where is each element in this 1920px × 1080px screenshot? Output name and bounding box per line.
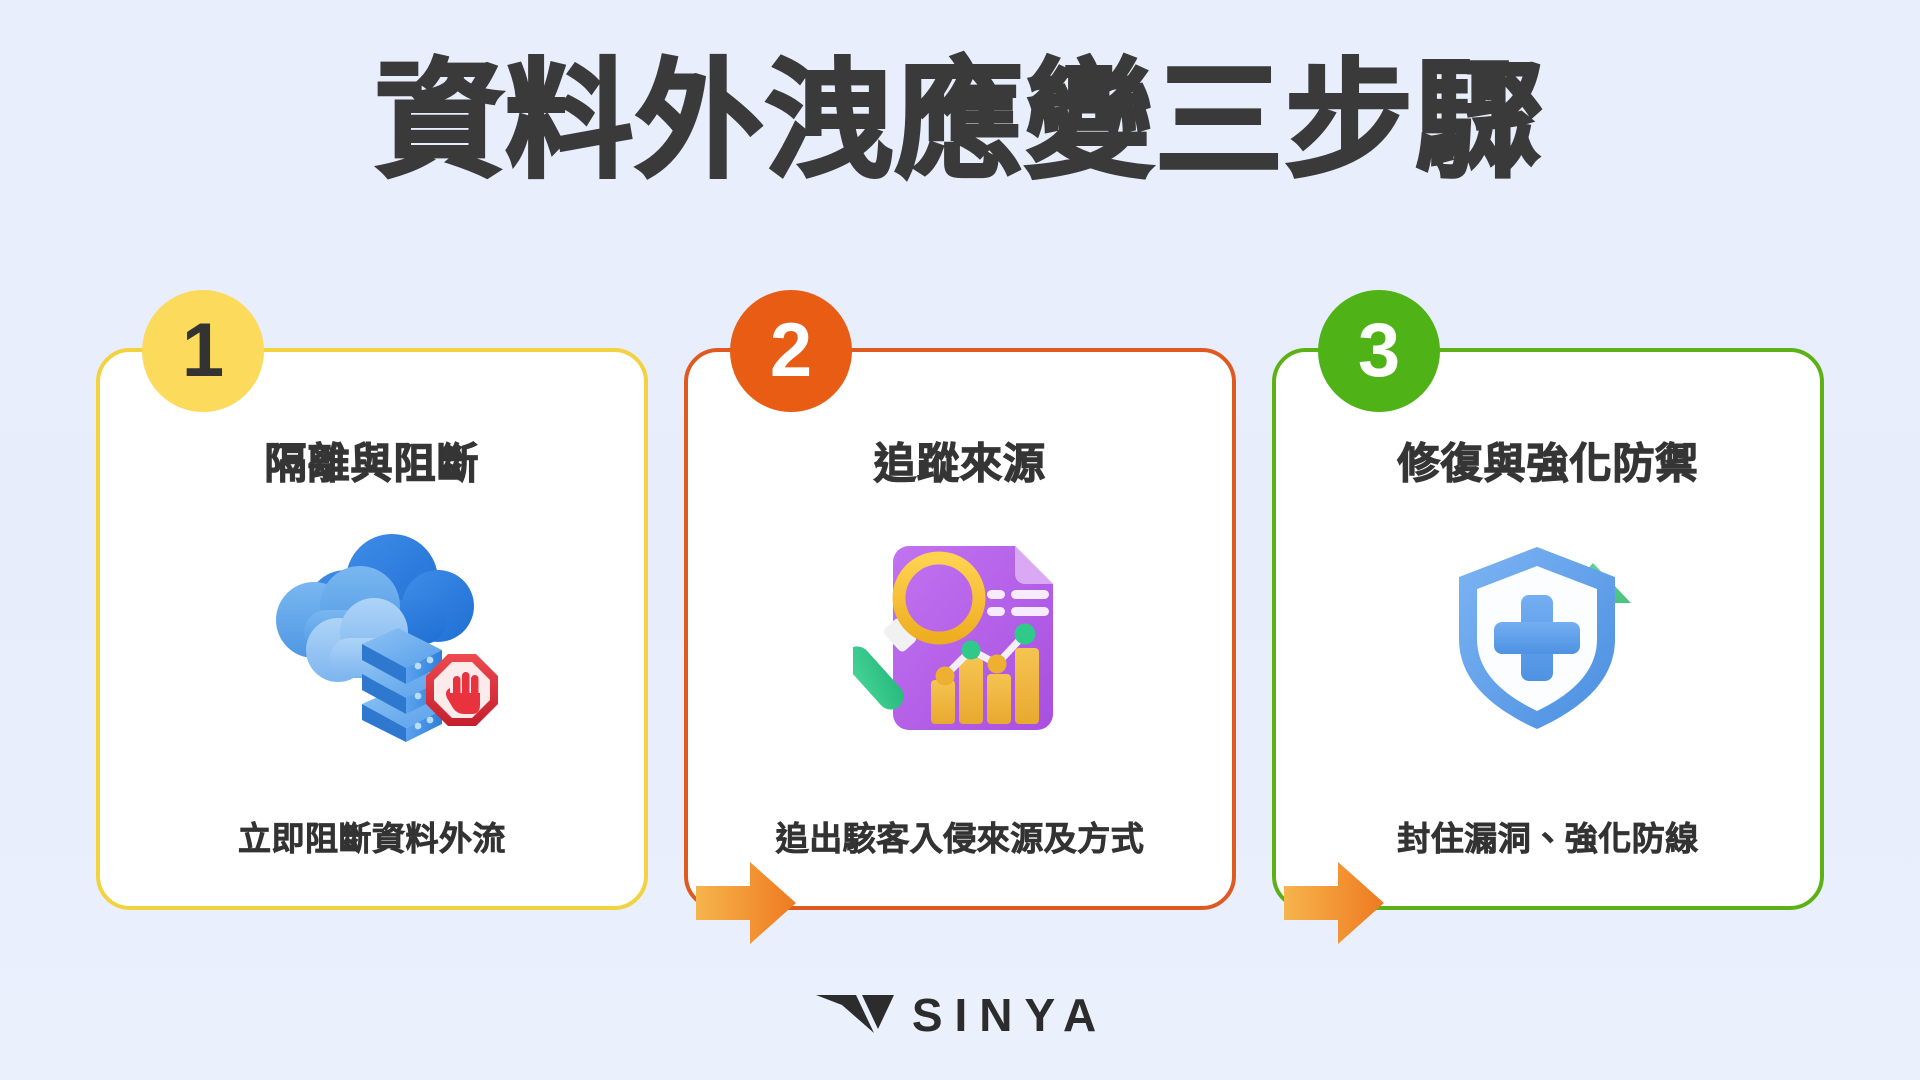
step-icon-wrap-2: [688, 520, 1232, 750]
step-card-2[interactable]: 2 追蹤來源: [684, 290, 1236, 910]
step-icon-wrap-3: [1276, 520, 1820, 750]
step-number-3: 3: [1357, 308, 1401, 393]
step-card-1[interactable]: 1 隔離與阻斷: [96, 290, 648, 910]
step-title-2: 追蹤來源: [873, 439, 1046, 487]
step-icon-wrap-1: [100, 520, 644, 750]
cloud-server-stop-icon: [276, 533, 498, 742]
steps-container: 1 隔離與阻斷: [96, 290, 1824, 944]
step-caption-2: 追出駭客入侵來源及方式: [775, 820, 1145, 858]
arrow-right-icon: [696, 862, 796, 944]
footer-logo: SINYA: [0, 988, 1920, 1042]
step-caption-1: 立即阻斷資料外流: [238, 820, 506, 858]
step-title-3: 修復與強化防禦: [1397, 439, 1699, 487]
step-badge-1: 1: [142, 290, 264, 412]
page-title: 資料外洩應變三步驟: [373, 50, 1545, 193]
logo-text: SINYA: [911, 989, 1109, 1041]
step-badge-3: 3: [1318, 290, 1440, 412]
v-mark-icon: [815, 995, 894, 1033]
arrow-right-icon: [1284, 862, 1384, 944]
connector-arrow-1: [696, 860, 796, 946]
shield-cross-uparrow-icon: [1458, 546, 1631, 729]
step-caption-3: 封住漏洞、強化防線: [1397, 820, 1699, 858]
step-number-1: 1: [181, 308, 225, 393]
connector-arrow-2: [1284, 860, 1384, 946]
step-card-3[interactable]: 3 修復與強化防禦: [1272, 290, 1824, 910]
step-badge-2: 2: [730, 290, 852, 412]
document-magnifier-chart-icon: [852, 545, 1053, 730]
step-number-2: 2: [769, 308, 813, 393]
step-title-1: 隔離與阻斷: [264, 439, 480, 487]
